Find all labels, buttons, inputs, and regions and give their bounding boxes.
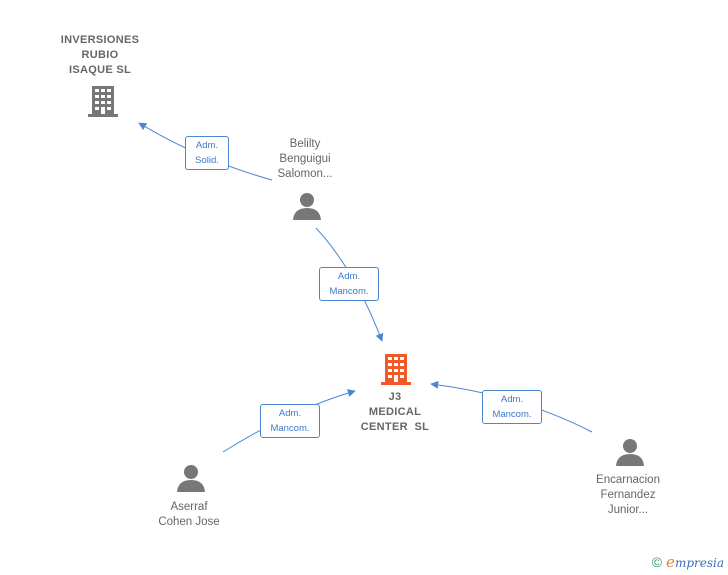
aserraf-name-line: Aserraf xyxy=(170,501,208,513)
person-icon[interactable] xyxy=(292,191,322,221)
copyright-symbol: © xyxy=(651,554,663,570)
edge-label-adm-solid[interactable]: Adm. Solid. xyxy=(185,136,229,170)
edge-label-line: Mancom. xyxy=(270,423,310,434)
inversiones-label: INVERSIONES RUBIO ISAQUE SL xyxy=(45,33,155,78)
inversiones-name-line: RUBIO xyxy=(81,49,119,61)
edge-label-adm-mancom[interactable]: Adm. Mancom. xyxy=(260,404,320,438)
encarnacion-name-line: Encarnacion xyxy=(596,474,660,486)
encarnacion-name-line: Fernandez xyxy=(600,489,656,501)
encarnacion-label: Encarnacion Fernandez Junior... xyxy=(578,473,678,518)
edge-label-line: Mancom. xyxy=(492,409,532,420)
edge-label-line: Adm. xyxy=(278,408,302,419)
edge-label-line: Adm. xyxy=(337,271,361,282)
building-icon[interactable] xyxy=(86,84,120,118)
edge-label-line: Mancom. xyxy=(329,286,369,297)
edge-label-adm-mancom[interactable]: Adm. Mancom. xyxy=(482,390,542,424)
person-icon[interactable] xyxy=(615,437,645,467)
j3-name-line: J3 xyxy=(388,391,402,403)
brand-name: mpresia xyxy=(674,556,724,570)
belilty-name-line: Belilty xyxy=(289,138,321,150)
inversiones-name-line: INVERSIONES xyxy=(60,34,140,46)
j3-name-line: CENTER SL xyxy=(360,421,430,433)
belilty-name-line: Benguigui xyxy=(279,153,331,165)
building-icon[interactable] xyxy=(379,352,413,386)
belilty-label: Belilty Benguigui Salomon... xyxy=(255,137,355,182)
aserraf-name-line: Cohen Jose xyxy=(158,516,220,528)
belilty-name-line: Salomon... xyxy=(277,168,333,180)
j3-label: J3 MEDICAL CENTER SL xyxy=(340,390,450,435)
footer-watermark: ©empresia xyxy=(652,553,724,571)
edge-label-line: Solid. xyxy=(195,155,219,166)
brand-initial: e xyxy=(666,553,675,571)
aserraf-label: Aserraf Cohen Jose xyxy=(139,500,239,530)
edge-label-line: Adm. xyxy=(500,394,524,405)
encarnacion-name-line: Junior... xyxy=(607,504,649,516)
edge-label-adm-mancom[interactable]: Adm. Mancom. xyxy=(319,267,379,301)
person-icon[interactable] xyxy=(176,463,206,493)
edge-label-line: Adm. xyxy=(195,140,219,151)
inversiones-name-line: ISAQUE SL xyxy=(69,64,131,76)
j3-name-line: MEDICAL xyxy=(368,406,422,418)
